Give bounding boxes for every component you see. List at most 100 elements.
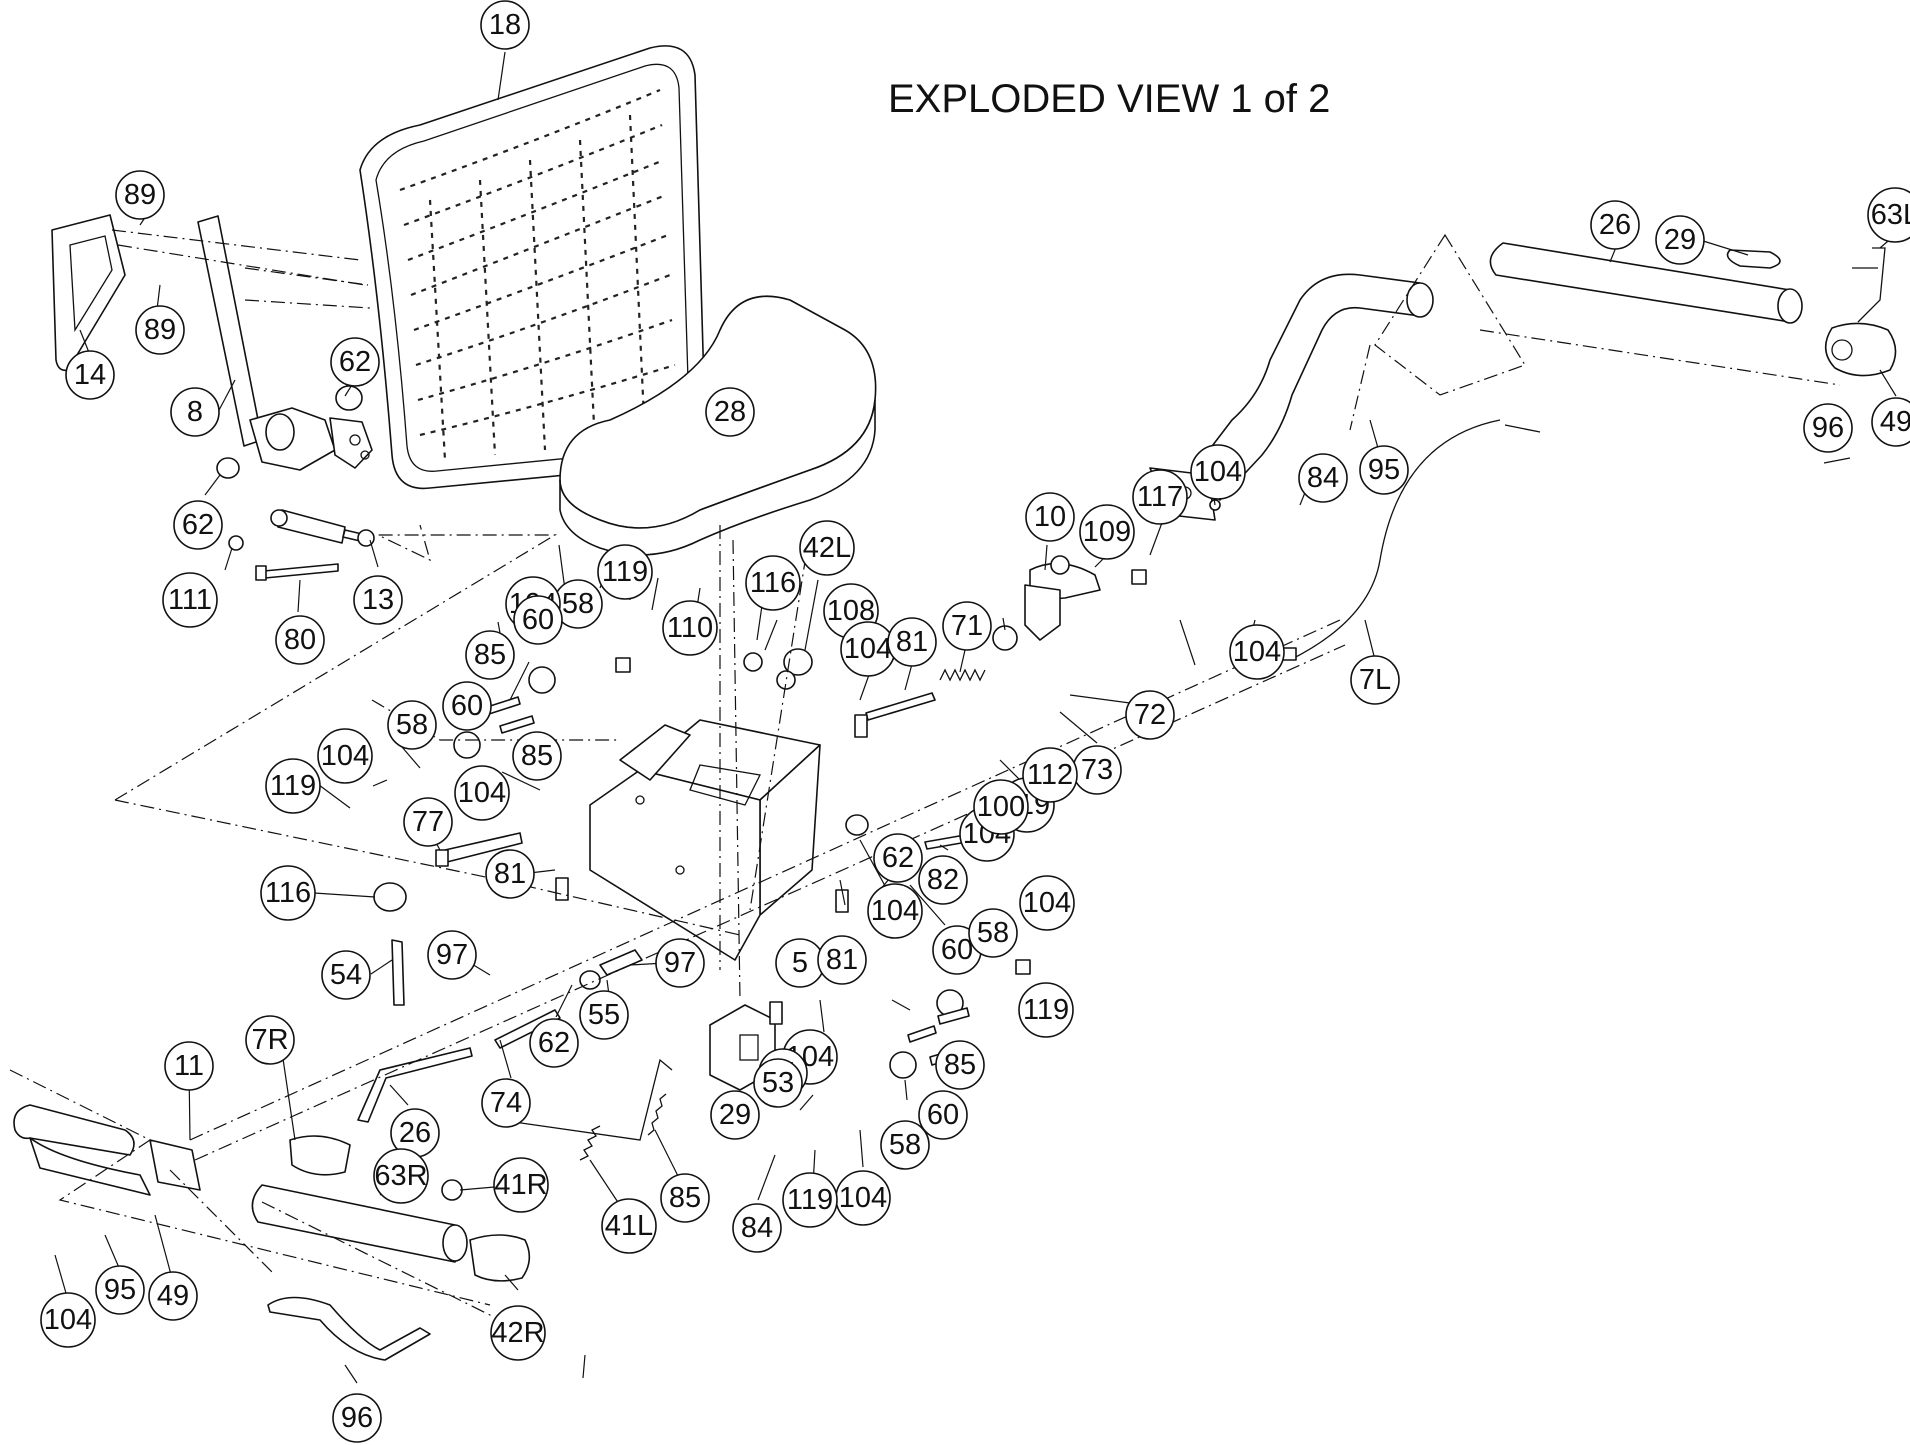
- callout-circle: [579, 990, 629, 1040]
- callout-119: 119: [265, 758, 321, 814]
- callout-label: 13: [362, 584, 394, 616]
- callout-circle: [480, 0, 530, 50]
- callout-85: 85: [660, 1173, 710, 1223]
- callout-54: 54: [321, 950, 371, 1000]
- callout-label: 84: [1307, 462, 1339, 494]
- callout-60: 60: [918, 1090, 968, 1140]
- shaft-71: [865, 692, 936, 721]
- pin-80: [263, 563, 339, 579]
- spring-41R: [579, 1125, 601, 1161]
- callout-119: 119: [782, 1172, 838, 1228]
- callout-label: 85: [669, 1182, 701, 1214]
- callout-42R: 42R: [490, 1305, 546, 1361]
- callout-circle: [454, 765, 510, 821]
- callout-label: 7L: [1359, 664, 1391, 696]
- callout-label: 63L: [1871, 199, 1910, 231]
- callout-label: 54: [330, 959, 362, 991]
- clip-63L: [1857, 247, 1886, 323]
- callout-label: 84: [741, 1212, 773, 1244]
- callout-18: 18: [480, 0, 530, 50]
- callout-label: 7R: [251, 1024, 288, 1056]
- handle-54: [391, 939, 405, 1006]
- callout-116: 116: [745, 555, 801, 611]
- callout-117: 117: [1132, 469, 1188, 525]
- callout-label: 58: [889, 1129, 921, 1161]
- callout-label: 82: [927, 864, 959, 896]
- callout-97: 97: [427, 930, 477, 980]
- callout-circle: [1229, 624, 1285, 680]
- callout-104: 104: [1229, 624, 1285, 680]
- callout-label: 85: [944, 1049, 976, 1081]
- callout-circle: [387, 700, 437, 750]
- callout-104: 104: [1190, 444, 1246, 500]
- gear-73: [992, 625, 1018, 651]
- diagram-title: EXPLODED VIEW 1 of 2: [888, 77, 1330, 121]
- cable-42L: [1289, 419, 1501, 661]
- callout-circle: [968, 908, 1018, 958]
- callout-label: 119: [787, 1184, 833, 1216]
- callout-label: 104: [1194, 456, 1242, 488]
- callout-circle: [162, 572, 218, 628]
- callout-circle: [442, 681, 492, 731]
- callout-circle: [40, 1292, 96, 1348]
- end-cap-49-right: [1824, 322, 1897, 377]
- callout-73: 73: [1072, 745, 1122, 795]
- callout-label: 104: [839, 1182, 887, 1214]
- callout-112: 112: [1022, 747, 1078, 803]
- callout-63R: 63R: [373, 1148, 429, 1204]
- callout-circle: [529, 1018, 579, 1068]
- callout-55: 55: [579, 990, 629, 1040]
- callout-circle: [1359, 445, 1409, 495]
- callout-circle: [1655, 215, 1705, 265]
- callout-label: 73: [1081, 754, 1113, 786]
- callout-circle: [1025, 492, 1075, 542]
- callout-89: 89: [135, 305, 185, 355]
- callout-85: 85: [512, 731, 562, 781]
- callout-53: 53: [753, 1058, 803, 1108]
- callout-label: 58: [396, 709, 428, 741]
- arm-7R: [13, 1104, 135, 1156]
- callout-label: 62: [339, 346, 371, 378]
- callout-97: 97: [655, 938, 705, 988]
- callout-label: 71: [951, 610, 983, 642]
- callout-label: 5: [792, 947, 808, 979]
- callout-circle: [265, 758, 321, 814]
- callout-label: 97: [664, 947, 696, 979]
- callout-circle: [1132, 469, 1188, 525]
- callout-label: 95: [1368, 454, 1400, 486]
- callout-label: 117: [1137, 481, 1183, 513]
- callout-circle: [1298, 453, 1348, 503]
- callout-circle: [493, 1157, 549, 1213]
- callout-label: 77: [412, 806, 444, 838]
- callout-95: 95: [95, 1265, 145, 1315]
- callout-circle: [782, 1172, 838, 1228]
- callout-81: 81: [817, 935, 867, 985]
- callout-circle: [1867, 187, 1910, 243]
- callout-104: 104: [454, 765, 510, 821]
- callout-circle: [1022, 747, 1078, 803]
- callout-label: 10: [1034, 501, 1066, 533]
- callout-label: 60: [927, 1099, 959, 1131]
- callout-label: 119: [1023, 994, 1069, 1026]
- callout-41L: 41L: [601, 1198, 657, 1254]
- callout-circle: [170, 387, 220, 437]
- callout-5: 5: [775, 938, 825, 988]
- callout-circle: [512, 731, 562, 781]
- callout-circle: [799, 520, 855, 576]
- callout-58: 58: [387, 700, 437, 750]
- callout-71: 71: [942, 601, 992, 651]
- bracket-14: [51, 214, 126, 372]
- parts-artwork: [13, 45, 1897, 1361]
- callout-62: 62: [173, 500, 223, 550]
- callout-label: 58: [562, 588, 594, 620]
- end-cap-49-left: [469, 1234, 531, 1282]
- callout-label: 104: [1233, 636, 1281, 668]
- callout-circle: [427, 930, 477, 980]
- callout-label: 72: [1134, 699, 1166, 731]
- callout-circle: [481, 1078, 531, 1128]
- callout-label: 14: [74, 359, 106, 391]
- callout-label: 58: [977, 917, 1009, 949]
- rod-41: [499, 1058, 673, 1141]
- callout-label: 29: [719, 1099, 751, 1131]
